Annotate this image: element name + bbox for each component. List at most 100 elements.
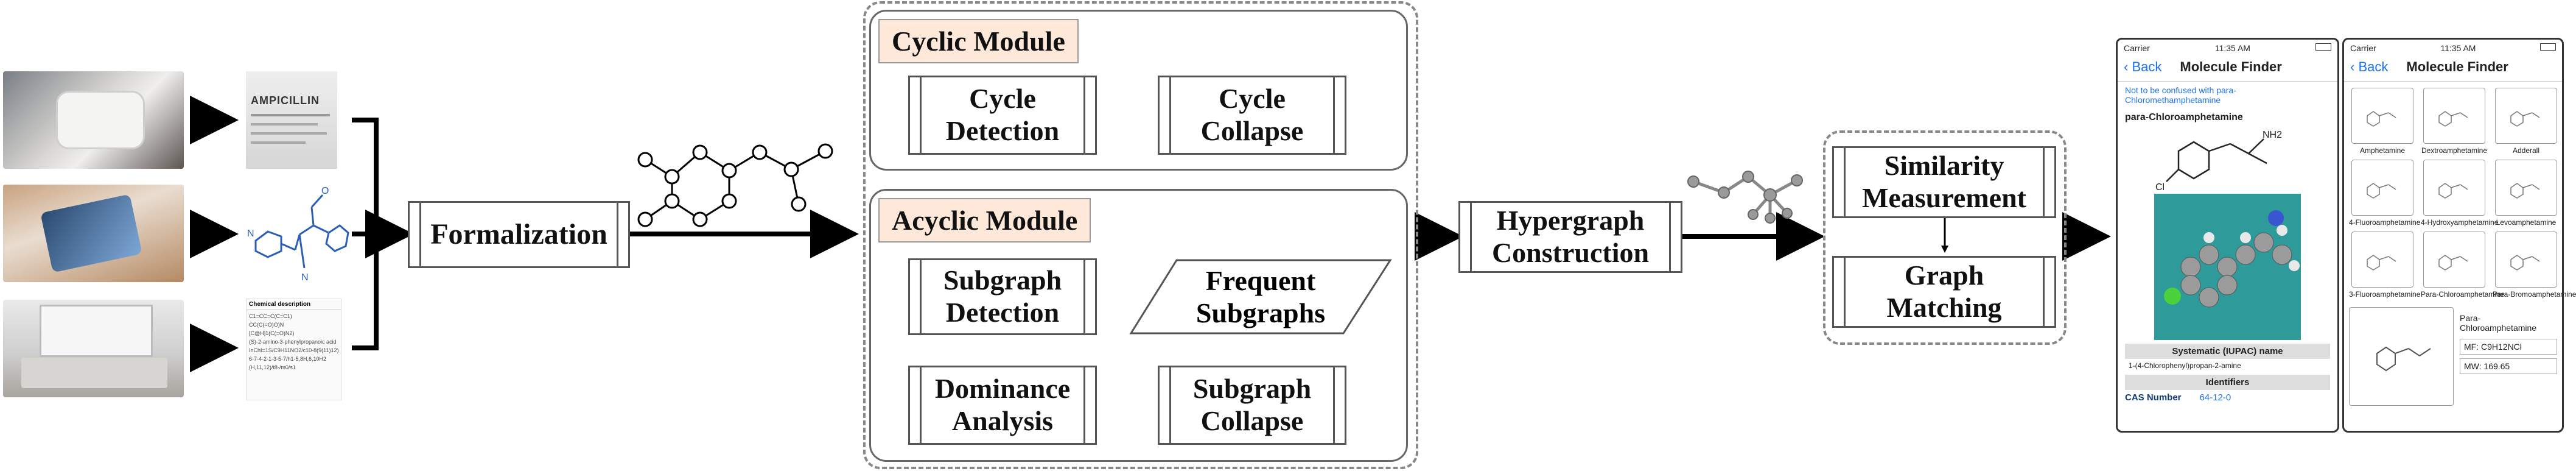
cl-label: Cl [2155,182,2165,193]
result-cell[interactable]: Adderall [2493,88,2560,155]
result-thumbnail [2351,88,2413,144]
graph-matching-label: Graph Matching [1886,260,2002,323]
laptop-photo [3,300,184,397]
result-label: Levoamphetamine [2496,218,2557,227]
dominance-analysis-box: Dominance Analysis [908,366,1097,445]
intro-text: Not to be confused with para-Chlorometha… [2125,85,2236,105]
result-label: Amphetamine [2359,146,2406,155]
molecule-graph-icon [637,143,833,227]
chemical-description-image: Chemical description C1=CC=C(C=C1) CC(C(=… [246,299,341,400]
time-label: 11:35 AM [2214,43,2250,53]
mf-field: MF: C9H12NCl [2460,339,2557,355]
result-cell[interactable]: Amphetamine [2349,88,2416,155]
subgraph-collapse-label: Subgraph Collapse [1192,373,1312,436]
frequent-subgraphs-label: Frequent Subgraphs [1195,265,1326,328]
result-thumbnail [2495,88,2557,144]
phone-device-icon [58,93,143,147]
description-line: C1=CC=C(C=C1) [249,313,292,319]
cas-value-link[interactable]: 64-12-0 [2199,392,2231,403]
hypergraph-construction-box: Hypergraph Construction [1458,201,1682,273]
cycle-detection-box: Cycle Detection [908,76,1097,155]
result-cell[interactable]: 3-Fluoroamphetamine [2349,232,2421,299]
matching-container [1823,130,2067,345]
skeletal-formula: NH2 Cl [2155,130,2282,193]
dominance-analysis-label: Dominance Analysis [934,373,1071,436]
subgraph-detection-box: Subgraph Detection [908,258,1097,335]
result-label: Dextroamphetamine [2421,146,2488,155]
formalization-box: Formalization [408,201,630,268]
subgraph-collapse-box: Subgraph Collapse [1158,366,1346,445]
result-cell[interactable]: Dextroamphetamine [2421,88,2488,155]
cycle-collapse-label: Cycle Collapse [1200,83,1304,146]
drug-label-text: AMPICILLIN [251,94,320,107]
result-label: 4-Fluoroamphetamine [2349,218,2421,227]
iupac-header: Systematic (IUPAC) name [2125,344,2330,359]
cas-label: CAS Number [2125,392,2182,403]
phone-camera-photo [3,71,184,169]
result-thumbnail [2423,88,2485,144]
cyclic-module-title: Cyclic Module [878,19,1079,63]
nav-title: Molecule Finder [2180,59,2282,74]
detail-thumbnail [2349,307,2454,406]
iupac-value: 1-(4-Chlorophenyl)propan-2-amine [2129,361,2241,370]
graph-matching-box: Graph Matching [1832,256,2056,328]
svg-text:N: N [247,228,254,239]
laptop-screen-icon [40,305,153,357]
detail-card: Para-Chloroamphetamine MF: C9H12NCl MW: … [2344,305,2562,408]
description-line: [C@H]1(C(=O)N2) [249,330,295,336]
hypergraph-icon [1687,171,1803,224]
subgraph-detection-label: Subgraph Detection [943,264,1062,328]
compound-name: para-Chloroamphetamine [2125,112,2243,122]
carrier-label: Carrier [2350,43,2376,53]
result-thumbnail [2423,160,2485,216]
identifiers-header: Identifiers [2125,375,2330,390]
nav-bar: ‹ Back Molecule Finder [2118,57,2337,82]
result-thumbnail [2351,160,2413,216]
battery-icon [2540,43,2556,51]
similarity-measurement-label: Similarity Measurement [1862,150,2026,213]
result-label: Para-Bromoamphetamine [2493,290,2576,299]
phone-screen-detail: Carrier 11:35 AM ‹ Back Molecule Finder … [2116,38,2339,433]
acyclic-module-title: Acyclic Module [878,198,1091,243]
hand-drawn-structure-image: N O N [247,186,349,283]
time-label: 11:35 AM [2440,43,2476,53]
description-line: CC(C(=O)O)N [249,322,284,328]
similarity-measurement-box: Similarity Measurement [1832,146,2056,218]
result-cell[interactable]: 4-Hydroxyamphetamine [2421,160,2499,227]
nh2-label: NH2 [2263,130,2282,140]
result-thumbnail [2423,232,2485,288]
description-line: 6-7-4-2-1-3-5-7/h1-5,8H,6,10H2 [249,356,327,362]
result-thumbnail [2495,232,2557,288]
laptop-keyboard-icon [21,358,167,388]
results-grid: Amphetamine Dextroamphetamine Adderall 4-Fl… [2344,82,2576,305]
cycle-collapse-box: Cycle Collapse [1158,76,1346,155]
status-bar: Carrier 11:35 AM [2118,40,2337,57]
battery-icon [2315,43,2331,51]
result-cell[interactable]: Para-Bromoamphetamine [2493,232,2576,299]
result-label: 4-Hydroxyamphetamine [2421,218,2499,227]
result-thumbnail [2351,232,2413,288]
mw-field: MW: 169.65 [2460,358,2557,374]
chemical-description-title: Chemical description [247,299,341,310]
back-button[interactable]: ‹ Back [2350,59,2389,74]
hypergraph-construction-label: Hypergraph Construction [1491,205,1650,268]
nav-title: Molecule Finder [2406,59,2508,74]
svg-text:O: O [321,186,329,196]
frequent-subgraphs-shape [1129,259,1392,335]
result-cell[interactable]: Para-Chloroamphetamine [2421,232,2505,299]
tablet-photo [3,185,184,282]
molecule-3d-view [2154,194,2301,340]
result-cell[interactable]: 4-Fluoroamphetamine [2349,160,2421,227]
result-cell[interactable]: Levoamphetamine [2493,160,2560,227]
chemical-description-lines: C1=CC=C(C=C1) CC(C(=O)O)N [C@H]1(C(=O)N2) (… [247,310,341,374]
result-label: 3-Fluoroamphetamine [2349,290,2421,299]
result-thumbnail [2495,160,2557,216]
result-label: Para-Chloroamphetamine [2421,290,2505,299]
back-button[interactable]: ‹ Back [2124,59,2162,74]
svg-text:N: N [301,272,309,283]
description-line: (H,11,12)/t8-/m0/s1 [249,364,296,370]
detail-name: Para-Chloroamphetamine [2460,313,2537,333]
simplification-container [863,1,1418,469]
